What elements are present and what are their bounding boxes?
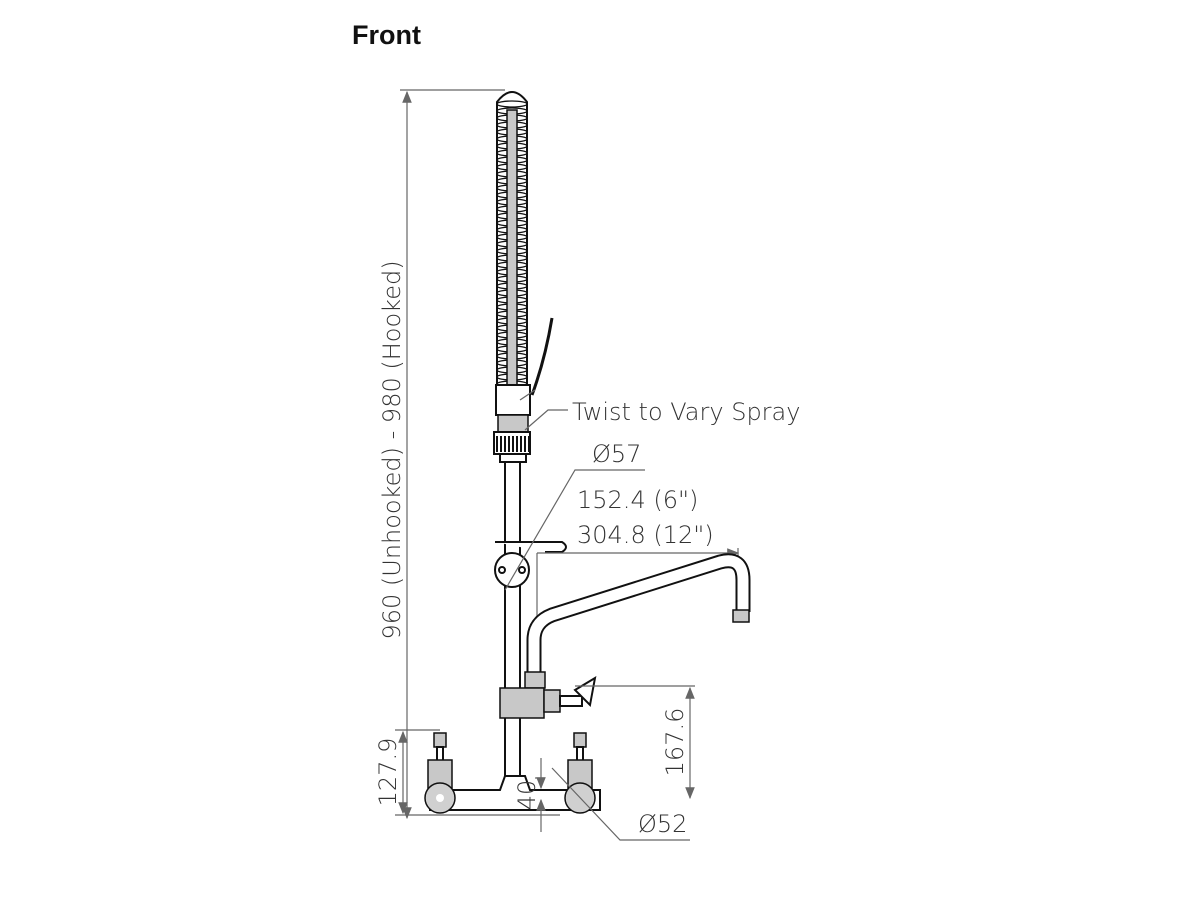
inlet-height-dimension: 127.9 [374,729,560,816]
view-title: Front [352,20,421,50]
offset-40-dimension: 40 [513,758,546,832]
diameter-52-dimension: Ø52 [551,767,690,841]
pre-rinse-hose [495,91,554,416]
diameter-57-label: Ø57 [592,440,641,468]
riser-pipe [504,461,521,791]
inlet-height-label: 127.9 [374,738,402,807]
overall-height-dimension: 960 (Unhooked) - 980 (Hooked) [378,89,505,820]
outlet-height-dimension: 167.6 [575,685,695,800]
spout-valve [499,676,597,719]
left-inlet-valve [424,732,456,814]
twist-label: Twist to Vary Spray [572,398,800,426]
spout-6-label: 152.4 (6") [577,486,698,514]
spring-coil [496,100,528,108]
swing-spout [524,553,751,689]
twist-leader: Twist to Vary Spray [524,398,800,431]
right-inlet-valve [564,732,596,814]
outlet-height-label: 167.6 [661,708,689,777]
spray-head [493,414,531,463]
spout-12-label: 304.8 (12") [577,521,714,549]
diameter-52-label: Ø52 [638,810,687,838]
diameter-57-dimension: Ø57 [504,440,645,591]
overall-height-label: 960 (Unhooked) - 980 (Hooked) [378,260,406,639]
offset-40-label: 40 [513,780,541,811]
